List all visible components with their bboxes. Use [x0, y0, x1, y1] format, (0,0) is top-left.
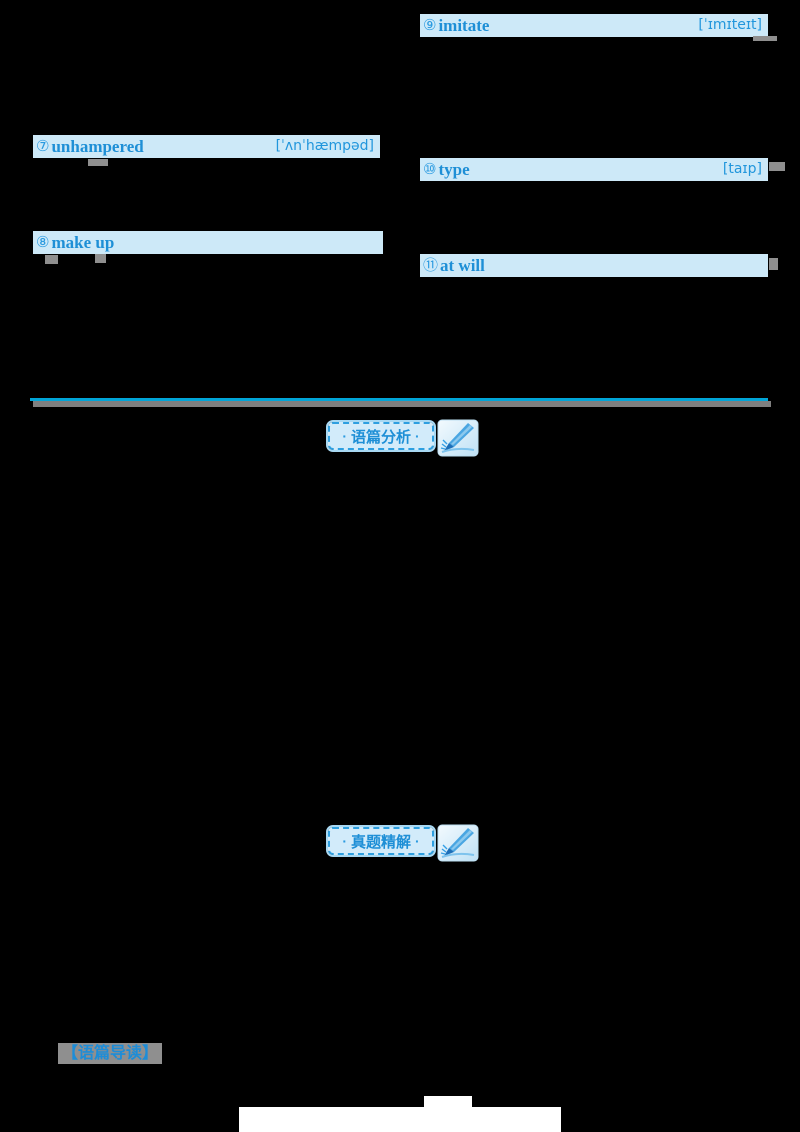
vocab-phonetic: [taɪp] — [722, 161, 762, 177]
badge-label: 语篇分析 — [350, 428, 411, 446]
scan-artifact — [88, 159, 108, 166]
vocab-word-text: make up — [51, 233, 115, 252]
scan-artifact — [95, 254, 106, 263]
scan-artifact — [769, 162, 785, 171]
vocab-word-text: unhampered — [51, 137, 144, 156]
scan-artifact — [753, 36, 777, 41]
scan-artifact — [769, 258, 778, 270]
badge-dot: · — [415, 833, 420, 849]
vocab-word-text: imitate — [438, 16, 490, 35]
pen-icon — [437, 824, 479, 862]
circled-number: ⑦ — [36, 137, 50, 155]
circled-number: ⑪ — [423, 256, 439, 274]
badge-label: 真题精解 — [350, 833, 411, 851]
vocab-phonetic: [ˈʌnˈhæmpəd] — [275, 138, 374, 154]
scan-artifact — [45, 255, 58, 264]
badge-dot: · — [342, 428, 347, 444]
badge-dot: · — [342, 833, 347, 849]
vocab-word-text: at will — [440, 256, 485, 275]
circled-number: ⑧ — [36, 233, 50, 251]
passage-intro-label: 【语篇导读】 — [58, 1043, 162, 1064]
vocab-phonetic: [ˈɪmɪteɪt] — [698, 17, 762, 33]
divider-shadow — [33, 401, 771, 407]
badge-exam-analysis: · 真题精解 · — [326, 825, 436, 857]
cutoff-white-area — [239, 1107, 561, 1132]
pen-icon — [437, 419, 479, 457]
circled-number: ⑨ — [423, 16, 437, 34]
badge-dot: · — [415, 428, 420, 444]
badge-discourse-analysis: · 语篇分析 · — [326, 420, 436, 452]
circled-number: ⑩ — [423, 160, 437, 178]
vocab-word-text: type — [438, 160, 470, 179]
cutoff-white-area — [424, 1096, 472, 1108]
section-divider-rule — [30, 398, 768, 401]
